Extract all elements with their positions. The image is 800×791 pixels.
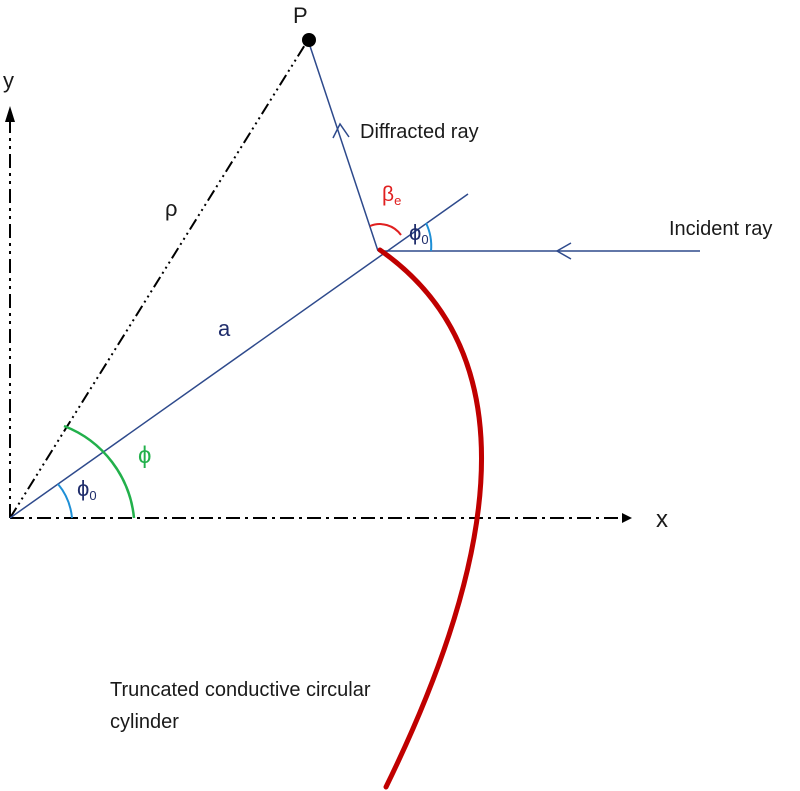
phi0-origin-label: ϕ0 (77, 476, 97, 503)
phi-arc (63, 424, 136, 519)
diffracted-ray-label: Diffracted ray (360, 121, 479, 143)
rho-label: ρ (165, 196, 178, 221)
phi-label: ϕ (138, 442, 152, 469)
beta-symbol: β (382, 183, 395, 206)
phi0-edge-symbol: ϕ (409, 220, 422, 245)
radius-label: a (218, 316, 231, 341)
phi0-arc-edge (425, 222, 433, 252)
incident-ray-label: Incident ray (669, 218, 773, 240)
point-p-label: P (293, 3, 308, 28)
point-p-marker (302, 33, 316, 47)
rho-line (9, 39, 309, 519)
radius-line (9, 193, 469, 519)
beta-label: βe (382, 184, 401, 207)
y-axis-arrowhead (5, 106, 15, 122)
diffracted-ray-arrow (332, 122, 350, 139)
cylinder-label-line1: Truncated conductive circular (110, 679, 371, 701)
beta-subscript: e (394, 193, 402, 208)
phi0-edge-subscript: 0 (421, 232, 429, 247)
phi0-edge-label: ϕ0 (409, 220, 429, 247)
cylinder-arc (377, 247, 484, 790)
x-axis-label: x (656, 506, 668, 533)
phi0-arc-origin (57, 483, 73, 519)
phi0-origin-subscript: 0 (89, 488, 97, 503)
beta-arc (369, 223, 402, 236)
cylinder-label-line2: cylinder (110, 711, 179, 733)
phi0-origin-symbol: ϕ (77, 476, 90, 501)
y-axis-label: y (3, 68, 14, 93)
incident-ray-arrow (555, 242, 572, 260)
diffracted-ray-line (307, 39, 379, 252)
